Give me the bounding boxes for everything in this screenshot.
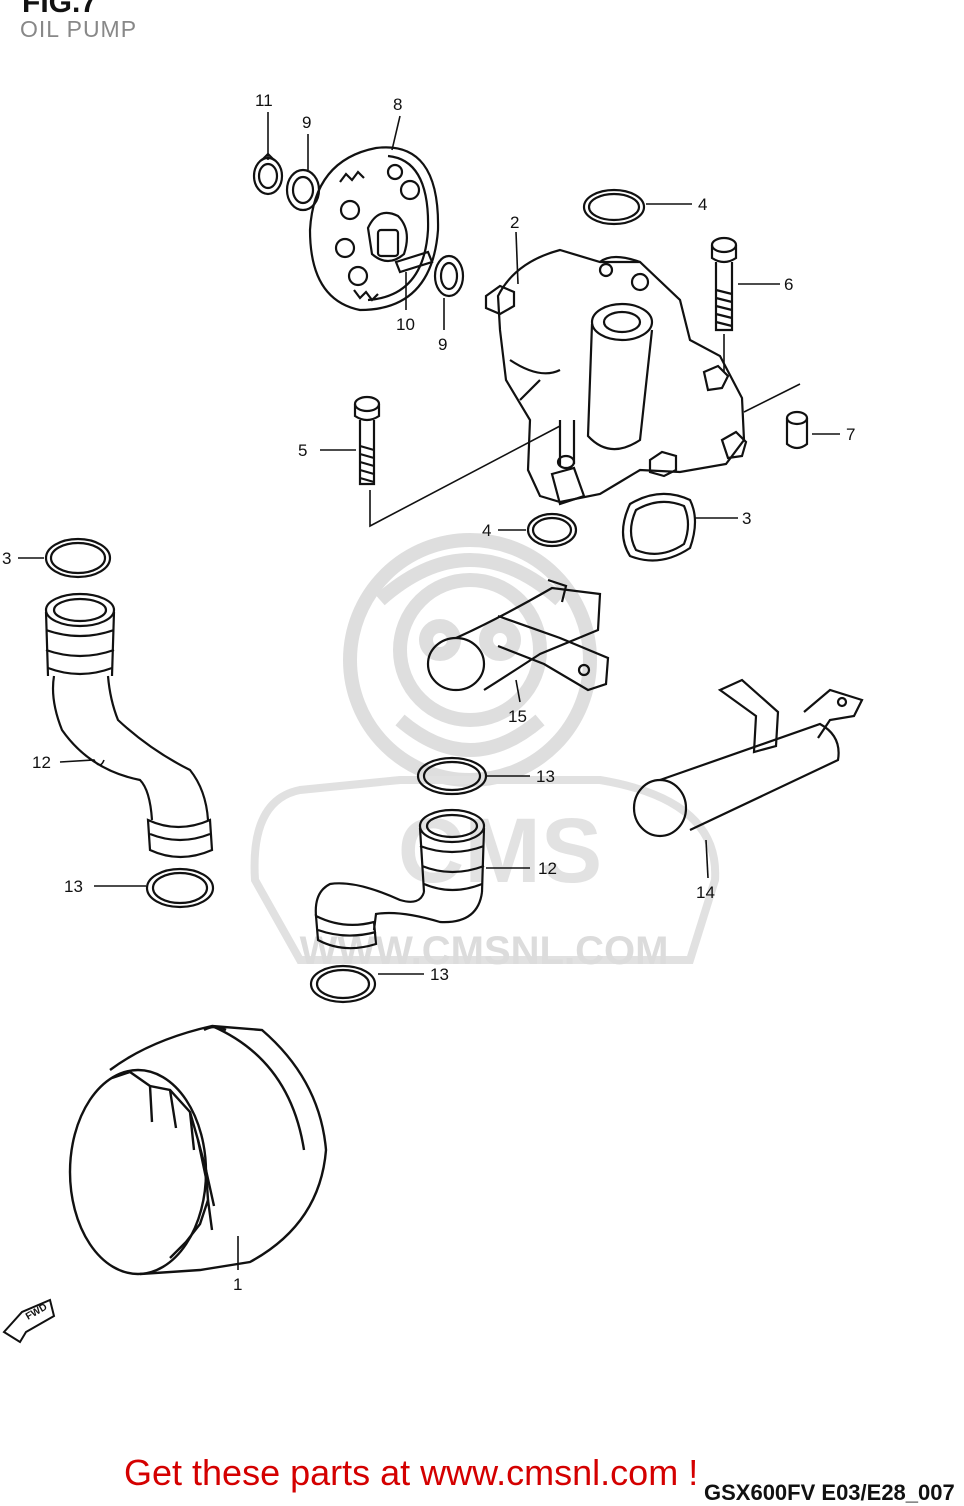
- callout-11: 11: [255, 91, 273, 110]
- callout-7: 7: [846, 425, 855, 444]
- part-4-oring-upper: [582, 188, 646, 226]
- callout-13-center-upper: 13: [536, 767, 555, 786]
- part-10-pin: [394, 250, 434, 274]
- part-13-oring-left: [145, 867, 215, 909]
- dowel-alignment-line: [743, 383, 801, 413]
- callout-8: 8: [393, 95, 402, 114]
- part-7-dowel: [785, 410, 809, 450]
- cmsnl-watermark: CMS WWW.CMSNL.COM: [250, 533, 720, 973]
- callout-15: 15: [508, 707, 527, 726]
- part-12-pipe-center: [314, 808, 486, 950]
- callout-4-lower: 4: [482, 521, 491, 540]
- callout-3-left: 3: [2, 549, 11, 568]
- callout-9-upper: 9: [302, 113, 311, 132]
- part-5-bolt: [353, 395, 381, 486]
- watermark-badge: [250, 776, 720, 964]
- part-6-bolt: [710, 236, 738, 332]
- callout-12-center: 12: [538, 859, 557, 878]
- callout-3-right: 3: [742, 509, 751, 528]
- get-parts-link[interactable]: Get these parts at www.cmsnl.com !: [124, 1452, 699, 1493]
- bolt-5-alignment-line: [369, 425, 561, 528]
- callout-10: 10: [396, 315, 415, 334]
- diagram-code: GSX600FV E03/E28_007: [704, 1480, 955, 1505]
- part-14-pipe-right: [632, 678, 864, 838]
- callout-13-center-lower: 13: [430, 965, 449, 984]
- part-3-oring-left: [44, 537, 112, 579]
- callout-4-upper: 4: [698, 195, 707, 214]
- callout-5: 5: [298, 441, 307, 460]
- part-2-oil-pump-body: [484, 248, 748, 506]
- callout-14: 14: [696, 883, 715, 902]
- part-12-pipe-left: [44, 592, 214, 859]
- part-1-oil-filter: [68, 1024, 328, 1276]
- part-4-oring-lower: [526, 512, 578, 548]
- callout-labels: 11 9 8 4 2 6 10 9 5 7 4 3 3 15 12 13 12 …: [2, 91, 855, 1294]
- part-3-gasket-right: [621, 492, 697, 562]
- callout-2: 2: [510, 213, 519, 232]
- callout-6: 6: [784, 275, 793, 294]
- part-9-washer-lower: [433, 254, 465, 298]
- callout-1: 1: [233, 1275, 242, 1294]
- callout-9-lower: 9: [438, 335, 447, 354]
- part-15-pipe-bracket: [426, 578, 610, 692]
- fwd-arrow-icon: FWD: [2, 1298, 56, 1344]
- callout-12-left: 12: [32, 753, 51, 772]
- figure-subtitle: OIL PUMP: [20, 16, 138, 42]
- part-13-oring-center-lower: [309, 964, 377, 1004]
- callout-13-left: 13: [64, 877, 83, 896]
- figure-title: FIG.7: [22, 0, 98, 19]
- watermark-logo-text: CMS: [398, 800, 602, 902]
- mascot-watermark: [343, 533, 597, 787]
- part-8-pump-gear: [308, 146, 440, 312]
- leader-lines: [18, 112, 840, 1270]
- watermark-url: WWW.CMSNL.COM: [300, 929, 669, 973]
